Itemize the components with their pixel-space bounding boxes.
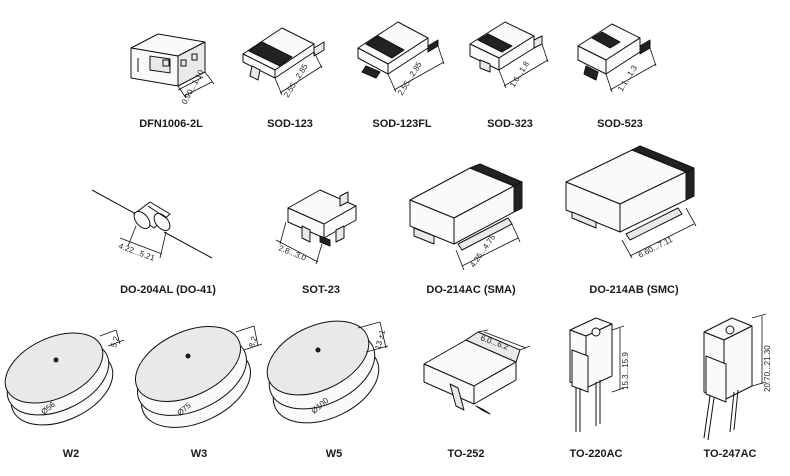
sod123-label: SOD-123 <box>267 118 313 130</box>
sod323-drawing: 1.6...1.8 <box>469 21 549 89</box>
w3-label: W3 <box>190 448 208 460</box>
sod123fl-label: SOD-123FL <box>372 118 432 130</box>
dfn1006-label: DFN1006-2L <box>139 118 203 130</box>
sod323-dimension: 1.6...1.8 <box>508 59 531 89</box>
dfn1006-drawing: 0.90...1.10 <box>130 33 215 106</box>
sot23-dimension: 2.8...3.0 <box>277 244 308 263</box>
to220ac-drawing: 15.3...15.9 <box>569 317 630 432</box>
to220ac-dimension: 15.3...15.9 <box>621 352 630 390</box>
sod523-drawing: 1.1...1.3 <box>577 23 657 93</box>
to220ac-label: TO-220AC <box>569 448 623 460</box>
do204al-drawing: 4.22...5.21 <box>91 189 213 263</box>
sod523-label: SOD-523 <box>597 118 643 130</box>
do214ab-label: DO-214AB (SMC) <box>589 284 679 296</box>
to252-label: TO-252 <box>447 448 485 460</box>
sod323-label: SOD-323 <box>487 118 533 130</box>
do214ac-label: DO-214AC (SMA) <box>426 284 516 296</box>
sot23-label: SOT-23 <box>302 284 340 296</box>
w2-drawing: 5.2 Ø56 <box>4 329 125 426</box>
do214ab-drawing: 6.60...7.11 <box>565 145 697 260</box>
to247ac-drawing: 20.70...21.30 <box>703 313 772 441</box>
w3-drawing: 8.2 Ø75 <box>134 325 263 428</box>
do204al-label: DO-204AL (DO-41) <box>120 284 216 296</box>
sot23-drawing: 2.8...3.0 <box>275 189 357 265</box>
w2-dimension: 5.2 <box>109 335 121 349</box>
w5-dimension: 13 ±1 <box>373 328 387 350</box>
to247ac-dimension: 20.70...21.30 <box>763 345 772 392</box>
sod123fl-drawing: 2.55...2.85 <box>357 21 445 97</box>
w5-label: W5 <box>325 448 343 460</box>
w3-dimension: 8.2 <box>247 335 259 349</box>
to247ac-label: TO-247AC <box>703 448 757 460</box>
do214ac-drawing: 4.25...4.75 <box>409 163 523 271</box>
to252-drawing: 6.0...6.2 <box>423 329 531 415</box>
sod523-dimension: 1.1...1.3 <box>616 63 639 93</box>
do214ab-dimension: 6.60...7.11 <box>637 235 675 260</box>
w2-label: W2 <box>62 448 80 460</box>
sod123-drawing: 2.55...2.85 <box>242 27 325 99</box>
w5-drawing: 13 ±1 Ø100 <box>266 320 389 424</box>
